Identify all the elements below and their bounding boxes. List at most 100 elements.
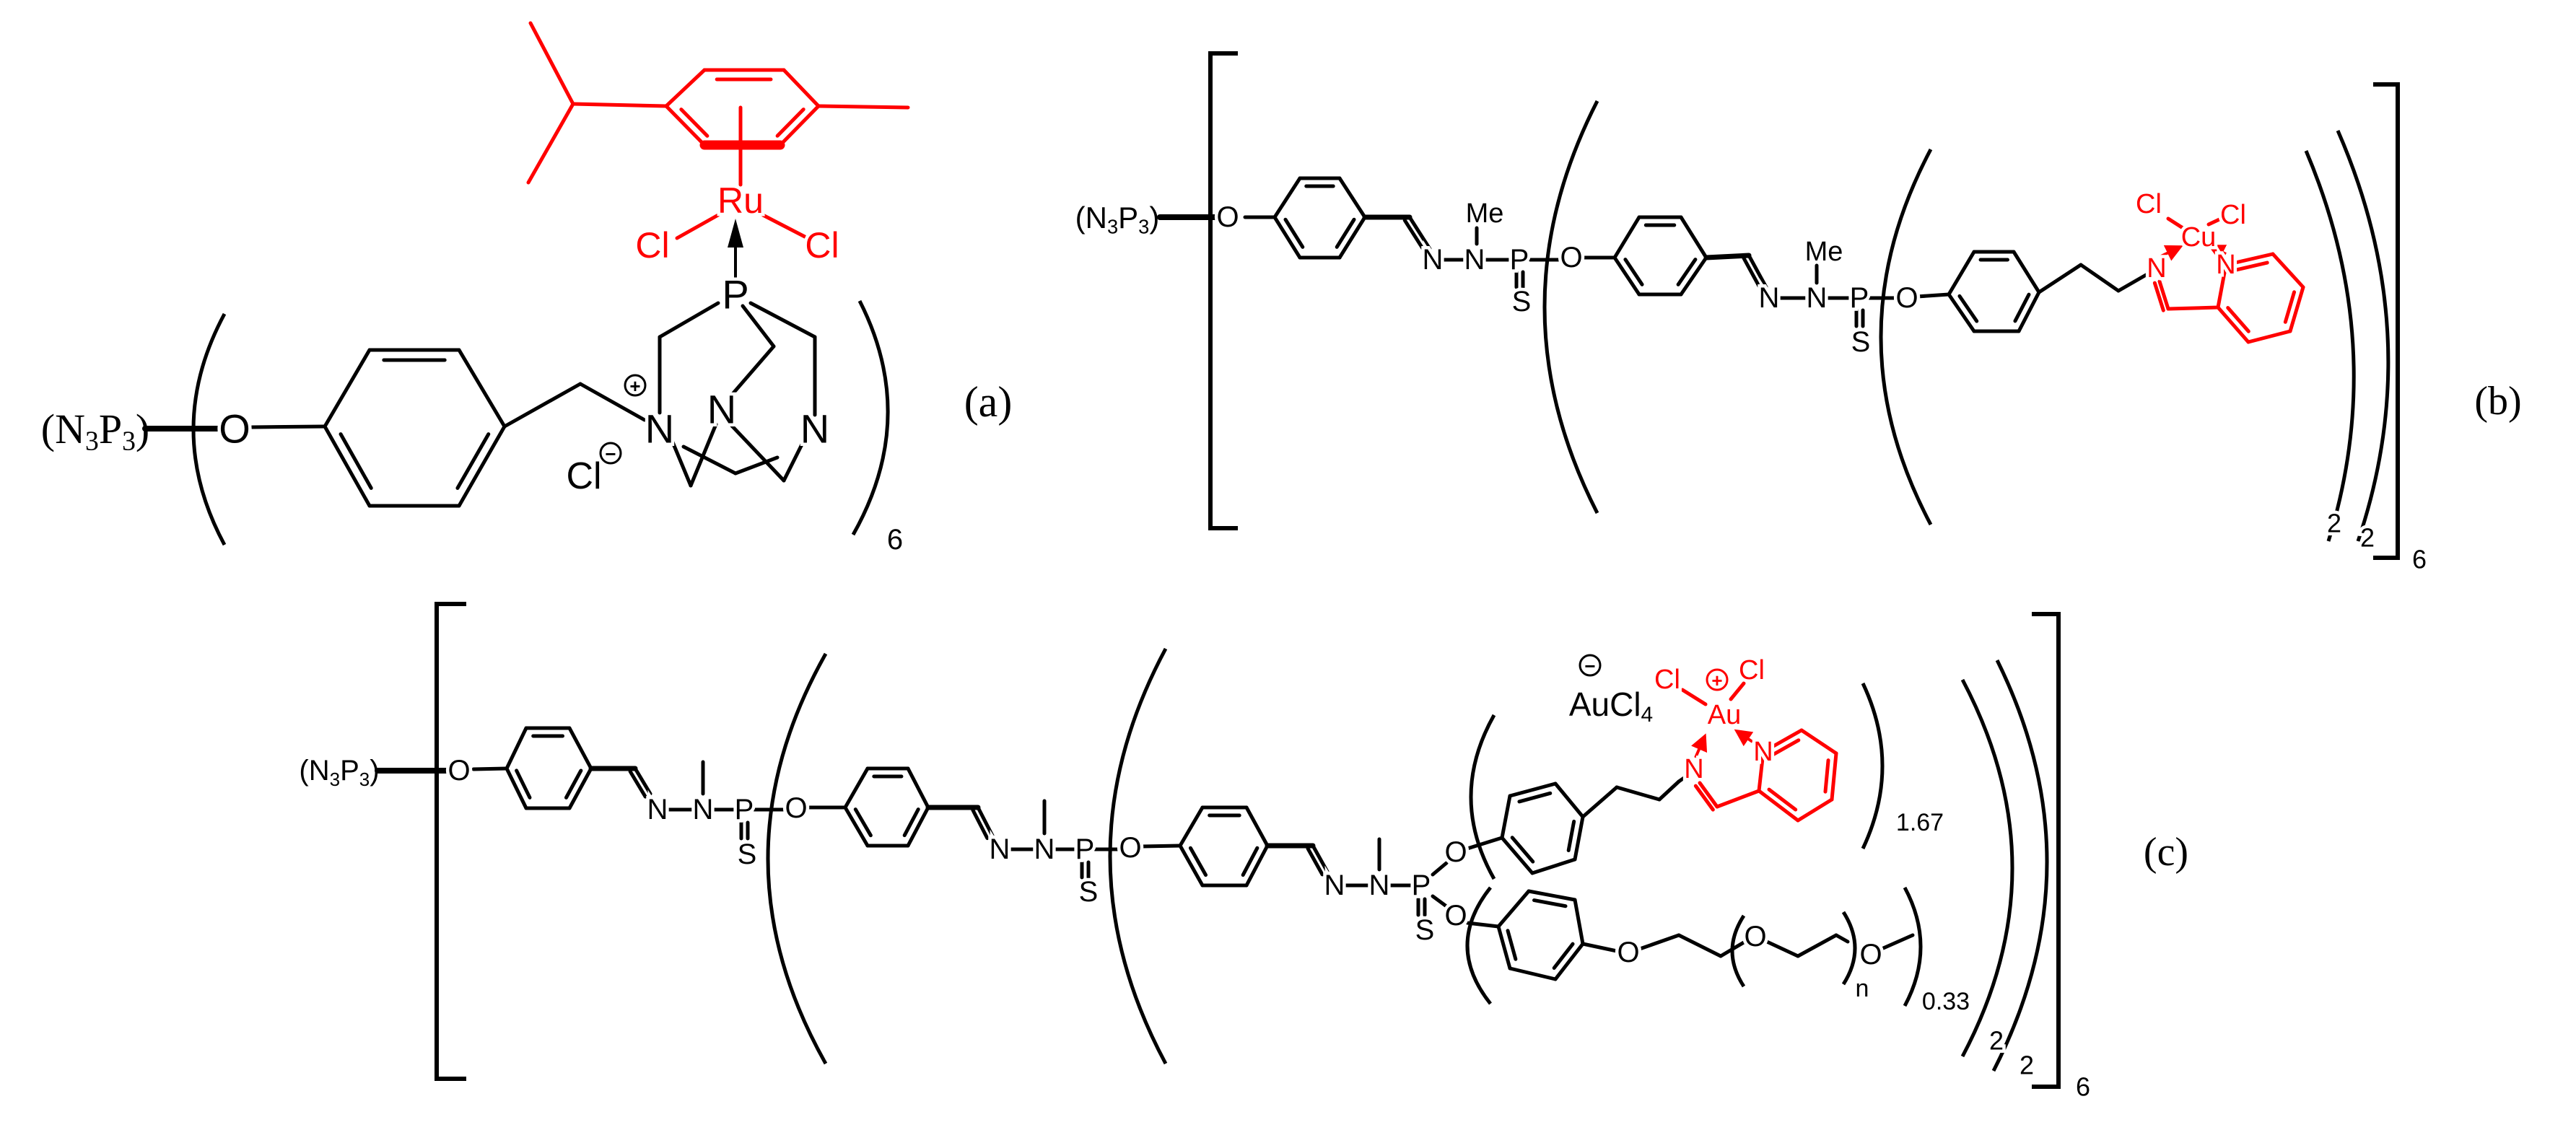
ring-bond [567,766,593,810]
methyl-label: Me [1466,198,1504,229]
atom-label: O [1216,201,1239,233]
ring-bond [2224,252,2275,267]
ring-double-bond [1823,758,1830,794]
bond [526,102,575,185]
double-bond [1698,781,1719,809]
benzene-ring [505,726,593,810]
repeat-count: 6 [2412,545,2427,574]
atom-label: O [1560,242,1582,273]
positive-charge: + [629,375,640,397]
repeat-count: 2 [2327,509,2341,538]
atom-label: N [990,833,1010,865]
ring-bond [2017,290,2041,333]
positive-charge: + [1711,670,1722,691]
atom-label: Cl [2136,189,2162,219]
right-parenthesis [851,299,890,536]
atom-label: O [447,755,470,787]
atom-label: N [2216,250,2235,280]
core-symbol: P [1118,201,1138,235]
ring-double-bond [1283,217,1305,249]
ring-bond [1496,924,1512,971]
ring-double-bond [1335,217,1356,249]
cyclotriphosphazene-core-label: (N3P3) [1075,201,1160,238]
bond [761,213,807,239]
atom-label: N [1324,870,1345,901]
atom-label: O [1444,836,1467,868]
bond [741,304,776,349]
right-parenthesis [1861,682,1885,850]
ring-double-bond [1241,846,1259,877]
ring-double-bond [679,108,710,138]
ring-double-bond [339,432,373,490]
core-subscript: 3 [85,426,99,456]
benzene-ring [843,766,930,848]
atom-label: S [1851,326,1871,358]
chloride-counterion: Cl [566,455,601,497]
ring-bond [323,424,372,508]
benzene-ring [1178,805,1270,888]
atom-label: S [1079,876,1099,908]
tetrachloroaurate-counterion-subscript: 4 [1641,702,1654,726]
ring-bond [1530,857,1577,875]
bond [2206,217,2222,227]
core-subscript: 3 [330,768,340,790]
ring-bond [1573,815,1585,862]
atom-label: N [800,406,829,452]
cyclotriphosphazene-core-label: (N3P3) [41,406,150,457]
core-subscript: 3 [1138,215,1149,237]
atom-label: O [1859,939,1882,971]
bond [2166,216,2188,232]
bond [1677,933,1723,958]
bond [681,444,738,476]
atom-label: N [645,406,674,452]
atom-label: P [1412,870,1431,901]
benzene-ring [1496,889,1585,981]
ring-bond [1553,942,1585,981]
ring-double-bond [1676,258,1698,286]
atom-label: O [219,406,250,452]
bond [1677,774,1688,784]
right-bracket [2032,612,2061,1089]
ring-double-bond [853,807,873,838]
atom-label: N [1759,282,1780,314]
ring-double-bond [515,768,532,800]
double-bond [1402,218,1427,254]
bond [728,422,786,483]
repeat-count: 2 [2360,523,2375,553]
ring-bond [1527,889,1577,902]
inner-right-parenthesis [2304,150,2356,542]
double-bond [1742,256,1763,292]
ring-bond [1830,751,1838,802]
double-bond [2157,279,2170,311]
atom-label: O [785,792,807,824]
ring-bond [505,726,528,771]
ring-bond [664,68,707,108]
double-bond [976,805,995,838]
core-symbol: N [309,755,330,787]
ring-bond [906,805,930,848]
ring-bond [1796,797,1834,823]
atom-label: Cl [2220,200,2246,230]
atom-label: N [1753,737,1773,767]
repeat-parenthesis [1465,886,1492,1005]
core-symbol: ) [1149,201,1159,235]
bond [730,344,776,397]
repeat-count: 2 [2020,1051,2034,1080]
ring-bond [843,766,870,810]
bond [748,301,817,339]
ring-bond [1612,255,1641,297]
ring-bond [782,68,821,108]
ring-bond [1757,750,1765,793]
repeat-fraction: 1.67 [1896,809,1944,836]
ring-bond [1178,844,1205,888]
benzene-ring [1272,176,1367,260]
core-subscript: 3 [359,768,370,790]
pyridine-ring [1757,728,1838,823]
ring-bond [1947,292,1976,333]
bond [1638,933,1681,951]
ruthenium-label: Ru [717,180,764,221]
